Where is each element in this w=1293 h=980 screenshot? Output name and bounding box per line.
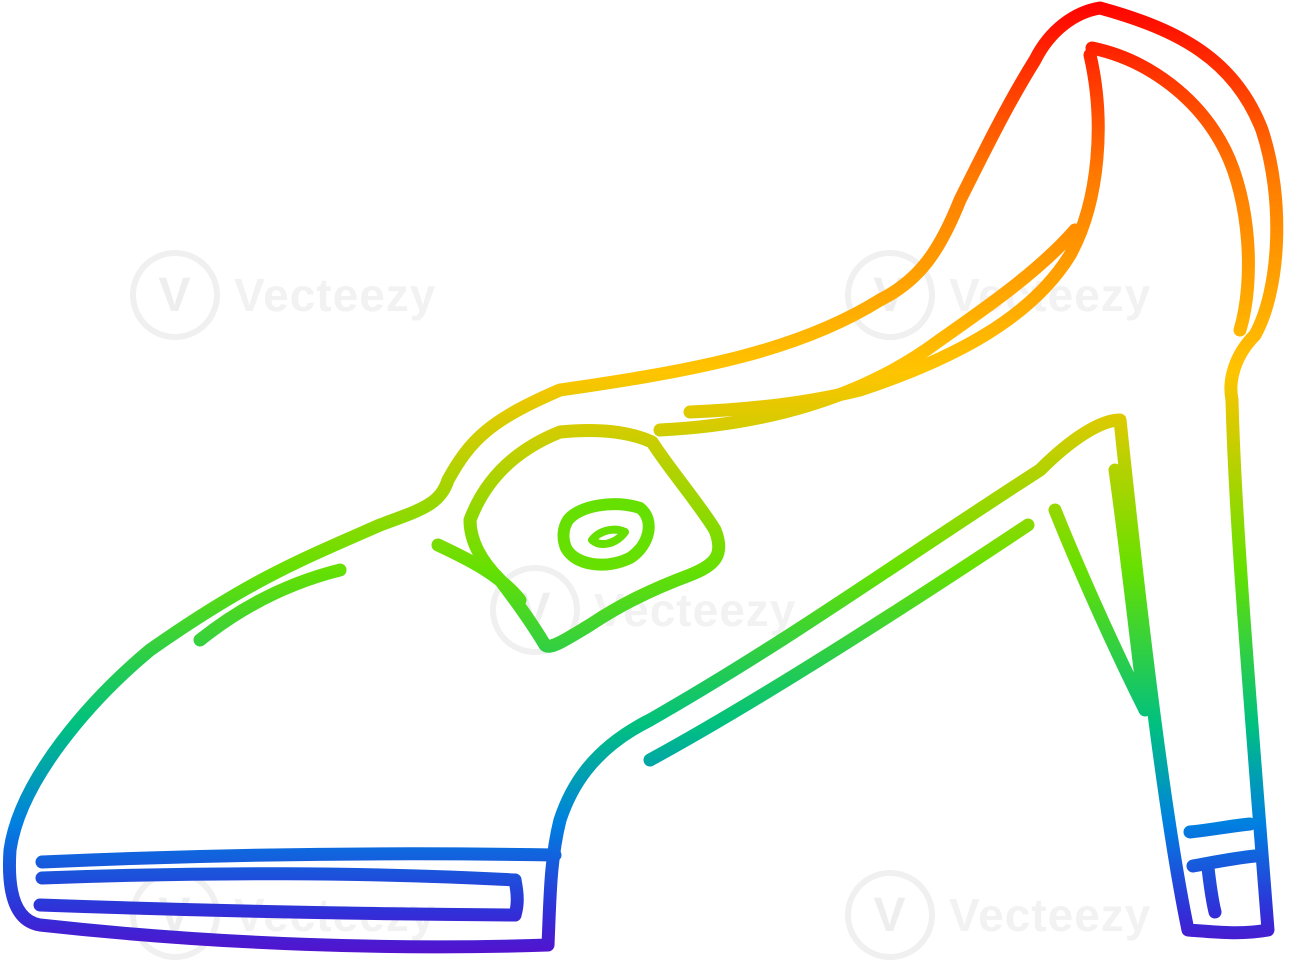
- vamp-line: [193, 563, 347, 647]
- buckle-hole: [588, 525, 629, 548]
- heel-inner-line: [1048, 463, 1152, 717]
- sole-band-top: [35, 867, 522, 887]
- sole-band-end: [508, 873, 524, 922]
- shoe-outline: [2, 1, 1284, 954]
- counter-inner-line: [683, 48, 1105, 419]
- collar-line: [653, 223, 1082, 437]
- heel-cap-line: [1183, 817, 1257, 839]
- sole-top-line: [35, 847, 562, 869]
- strap-to-vamp-line: [431, 538, 527, 607]
- topline-inner: [1085, 41, 1255, 337]
- heel-tip-side: [1201, 861, 1222, 919]
- heel-arch-line: [643, 518, 1035, 767]
- heel-tip-line: [1186, 849, 1262, 873]
- sole-band-bottom: [33, 898, 522, 922]
- buckle-button-icon: [557, 498, 655, 571]
